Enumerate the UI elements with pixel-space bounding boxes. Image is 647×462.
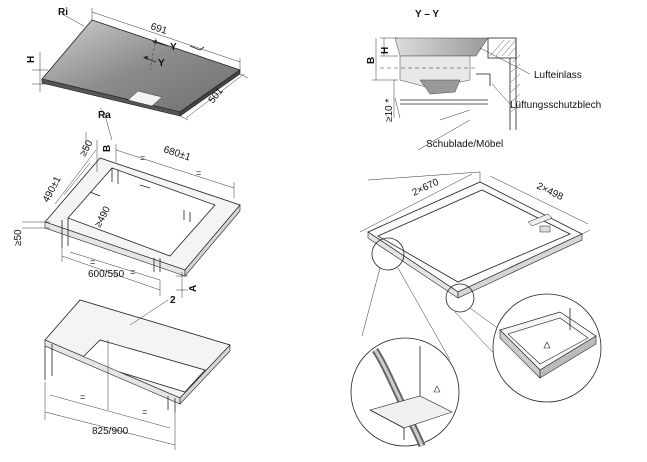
eq-mark-4: = — [130, 267, 135, 277]
hob-perspective — [41, 19, 241, 117]
dim-691: 691 — [149, 21, 169, 37]
label-2: 2 — [170, 295, 176, 306]
detail-seal-right — [492, 293, 602, 403]
dim-2x670: 2×670 — [411, 177, 442, 199]
worktop-cutout — [44, 157, 241, 277]
dim-490: 490±1 — [41, 174, 64, 204]
label-ra: Ra — [98, 110, 111, 121]
section-y-y — [372, 37, 531, 151]
label-a: A — [188, 285, 199, 292]
eq-mark-1: = — [140, 153, 145, 163]
eq-mark-6: = — [142, 407, 147, 417]
worktop-frame — [44, 299, 231, 412]
dim-2x498: 2×498 — [535, 181, 565, 203]
detail-seal-left — [350, 337, 460, 448]
section-label-b: B — [366, 57, 377, 64]
label-b-left: B — [102, 145, 113, 152]
label-h: H — [26, 56, 37, 63]
section-label-h: H — [380, 47, 391, 54]
eq-mark-3: = — [90, 257, 95, 267]
dim-600-550: 600/550 — [88, 269, 125, 280]
label-lufteinlass: Lufteinlass — [534, 70, 582, 81]
dim-min50-left: ≥50 — [13, 229, 24, 246]
label-lueftungsschutzblech: Lüftungsschutzblech — [510, 100, 601, 111]
installed-hob — [359, 171, 591, 299]
dim-825-900: 825/900 — [92, 426, 129, 437]
dim-min50-top: ≥50 — [78, 138, 96, 158]
eq-mark-5: = — [80, 392, 85, 402]
label-ri: Ri — [58, 7, 68, 18]
label-schublade: Schublade/Möbel — [426, 139, 503, 150]
dim-min10: ≥10 * — [384, 99, 395, 122]
eq-mark-2: = — [196, 168, 201, 178]
label-y-top: Y — [170, 42, 177, 53]
section-title: Y – Y — [415, 9, 439, 20]
dim-680: 680±1 — [162, 144, 192, 163]
label-y-bottom: Y — [158, 58, 165, 69]
